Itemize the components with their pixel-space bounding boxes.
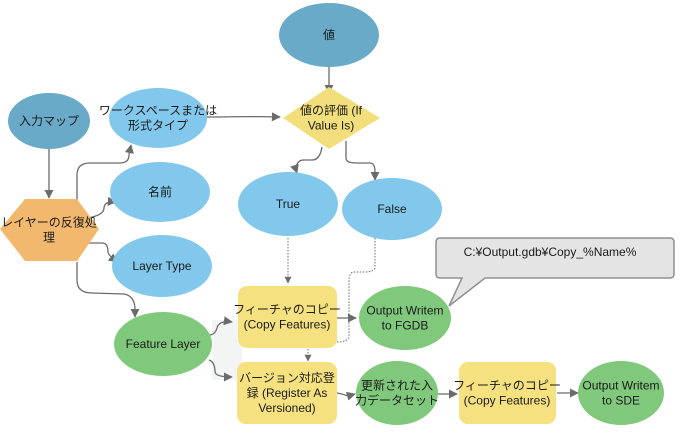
- node-copy-features-2[interactable]: フィーチャのコピー(Copy Features): [453, 362, 561, 424]
- node-copy-features-2-label: フィーチャのコピー(Copy Features): [453, 379, 561, 408]
- label-line: 名前: [148, 184, 172, 199]
- node-updated-input[interactable]: 更新された入力データセット: [355, 361, 439, 425]
- label-line: バージョン対応登: [239, 370, 335, 385]
- node-workspace-type[interactable]: ワークスペースまたは形式タイプ: [99, 88, 217, 148]
- label-line: False: [377, 202, 407, 216]
- edge-iterate-to-workspace: [76, 144, 134, 200]
- node-true-label: True: [276, 197, 301, 211]
- node-workspace-type-label: ワークスペースまたは形式タイプ: [99, 104, 217, 133]
- label-line: フィーチャのコピー: [233, 303, 341, 317]
- label-line: レイヤーの反復処: [1, 215, 97, 230]
- label-line: Value Is): [308, 119, 354, 133]
- edges: [44, 67, 579, 401]
- node-iterate-layers[interactable]: レイヤーの反復処理: [0, 199, 99, 261]
- label-line: True: [276, 197, 301, 211]
- node-value[interactable]: 値: [279, 3, 379, 67]
- edge-false-to-register: [304, 238, 376, 362]
- callout-note[interactable]: C:¥Output.gdb¥Copy_%Name%: [435, 237, 675, 307]
- node-updated-input-label: 更新された入力データセット: [355, 378, 439, 408]
- node-value-label: 値: [323, 27, 335, 42]
- label-line: (Copy Features): [464, 394, 551, 408]
- label-line: フィーチャのコピー: [453, 379, 561, 393]
- edge-featurelayer-to-register: [208, 359, 233, 382]
- connector-highlight: [212, 320, 242, 380]
- label-line: 値: [323, 27, 335, 42]
- label-line: 入力マップ: [19, 114, 79, 128]
- node-layer-type-label: Layer Type: [132, 259, 191, 273]
- label-line: ワークスペースまたは: [99, 104, 217, 118]
- label-line: to FGDB: [382, 319, 429, 333]
- label-line: 理: [43, 231, 55, 245]
- node-true[interactable]: True: [238, 172, 338, 236]
- label-line: 力データセット: [355, 393, 439, 408]
- label-line: Output Writem: [366, 304, 443, 318]
- edge-iterate-to-name: [87, 196, 117, 219]
- node-false[interactable]: False: [342, 178, 442, 240]
- node-layer-type[interactable]: Layer Type: [112, 235, 212, 297]
- node-feature-layer-label: Feature Layer: [126, 337, 201, 351]
- label-line: (Copy Features): [244, 318, 331, 332]
- label-line: to SDE: [602, 394, 640, 408]
- node-name[interactable]: 名前: [110, 162, 210, 222]
- callout-shape: [435, 237, 675, 307]
- label-line: Versioned): [258, 401, 315, 415]
- callout-text: C:¥Output.gdb¥Copy_%Name%: [464, 245, 637, 259]
- edge-if-to-true: [290, 146, 323, 174]
- label-line: Feature Layer: [126, 337, 201, 351]
- node-input-map-label: 入力マップ: [19, 114, 79, 128]
- node-copy-features-1[interactable]: フィーチャのコピー(Copy Features): [233, 286, 341, 348]
- label-line: 録 (Register As: [247, 385, 328, 400]
- node-input-map[interactable]: 入力マップ: [8, 93, 90, 149]
- edge-featurelayer-to-copy: [208, 316, 233, 336]
- label-line: 値の評価 (If: [300, 103, 363, 118]
- node-iterate-layers-label: レイヤーの反復処理: [1, 215, 97, 245]
- label-line: Output Writem: [582, 379, 659, 393]
- node-feature-layer[interactable]: Feature Layer: [114, 312, 212, 376]
- node-name-label: 名前: [148, 184, 172, 199]
- node-copy-features-1-label: フィーチャのコピー(Copy Features): [233, 303, 341, 332]
- edge-if-to-false: [345, 141, 380, 181]
- node-false-label: False: [377, 202, 407, 216]
- edge-iterate-to-layertype: [88, 242, 118, 263]
- label-line: 形式タイプ: [128, 119, 188, 133]
- edge-register-to-updated: [336, 391, 356, 401]
- edge-iterate-to-featurelayer: [76, 262, 140, 318]
- label-line: 更新された入: [361, 378, 433, 393]
- label-line: Layer Type: [132, 259, 191, 273]
